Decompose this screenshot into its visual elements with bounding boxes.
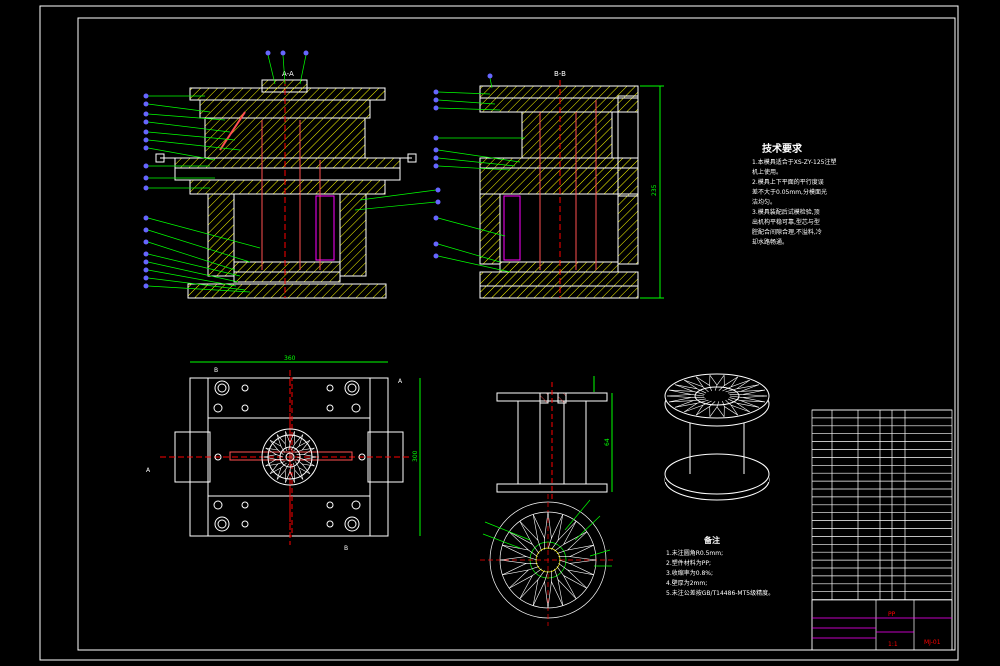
cut-b-top: B <box>214 367 218 374</box>
tech-req-line: 洁均匀。 <box>752 198 776 206</box>
overall-height-dimension: 235 <box>651 184 658 196</box>
technical-requirements: 技术要求 1.本模具适合于XS-ZY-125注塑 机上使用。 2.模具上下平面的… <box>752 142 837 246</box>
sheet-border <box>39 5 959 661</box>
tech-req-line: 1.本模具适合于XS-ZY-125注塑 <box>752 158 837 166</box>
plan-height-dimension: 300 <box>412 450 419 462</box>
part-note-line: 4.壁厚为2mm; <box>666 579 707 587</box>
part-note-line: 1.未注圆角R0.5mm; <box>666 549 723 557</box>
drawing-number: MJ-01 <box>924 639 941 646</box>
tech-req-line: 出机构平稳可靠,型芯与型 <box>752 218 820 226</box>
cut-a-left: A <box>146 467 151 474</box>
tech-req-line: 腔配合间隙合理,不溢料,冷 <box>752 228 822 236</box>
plan-cavity-star <box>263 431 317 483</box>
plan-width-dimension: 360 <box>284 355 296 362</box>
part-3d-lattice <box>666 375 768 417</box>
title-block <box>811 409 953 651</box>
aa-balloons <box>143 50 441 289</box>
part-section-view <box>496 376 613 500</box>
tech-req-title: 技术要求 <box>762 142 803 155</box>
cut-a-right: A <box>398 378 403 385</box>
material-cell: PP <box>888 611 896 618</box>
part-note-line: 2.塑件材料为PP; <box>666 559 711 567</box>
plan-view <box>160 361 421 545</box>
section-bb-label: B-B <box>554 70 566 78</box>
tech-req-line: 机上使用。 <box>752 168 782 176</box>
part-star-pattern <box>499 511 597 609</box>
tech-req-line: 差不大于0.05mm,分模面光 <box>752 188 827 196</box>
tech-req-line: 3.模具装配后试模检验,顶 <box>752 208 820 216</box>
part-height-dimension: 64 <box>604 438 611 446</box>
part-notes-title: 备注 <box>703 535 720 545</box>
cut-b-bottom: B <box>344 545 348 552</box>
scale-cell: 1:1 <box>888 641 898 648</box>
section-bb-view: B-B <box>479 70 664 299</box>
section-aa-view: A-A <box>155 70 417 299</box>
title-block-text: PP 1:1 MJ-01 <box>888 611 941 648</box>
part-3d-render <box>664 373 770 501</box>
section-aa-label: A-A <box>282 70 294 78</box>
tech-req-line: 2.模具上下平面的平行度误 <box>752 178 824 186</box>
cutting-plane-markers: B B A A <box>146 367 403 552</box>
drawing-frame <box>77 17 956 651</box>
tech-req-line: 却水路畅通。 <box>752 238 788 246</box>
part-note-line: 3.收缩率为0.8%; <box>666 569 713 577</box>
bb-balloons <box>433 73 493 259</box>
part-note-line: 5.未注公差按GB/T14486-MT5级精度。 <box>666 589 774 597</box>
aa-balloon-leaders <box>147 54 437 293</box>
part-notes: 备注 1.未注圆角R0.5mm; 2.塑件材料为PP; 3.收缩率为0.8%; … <box>666 535 774 597</box>
bb-balloon-leaders <box>437 77 525 273</box>
part-top-leaders <box>482 499 612 567</box>
